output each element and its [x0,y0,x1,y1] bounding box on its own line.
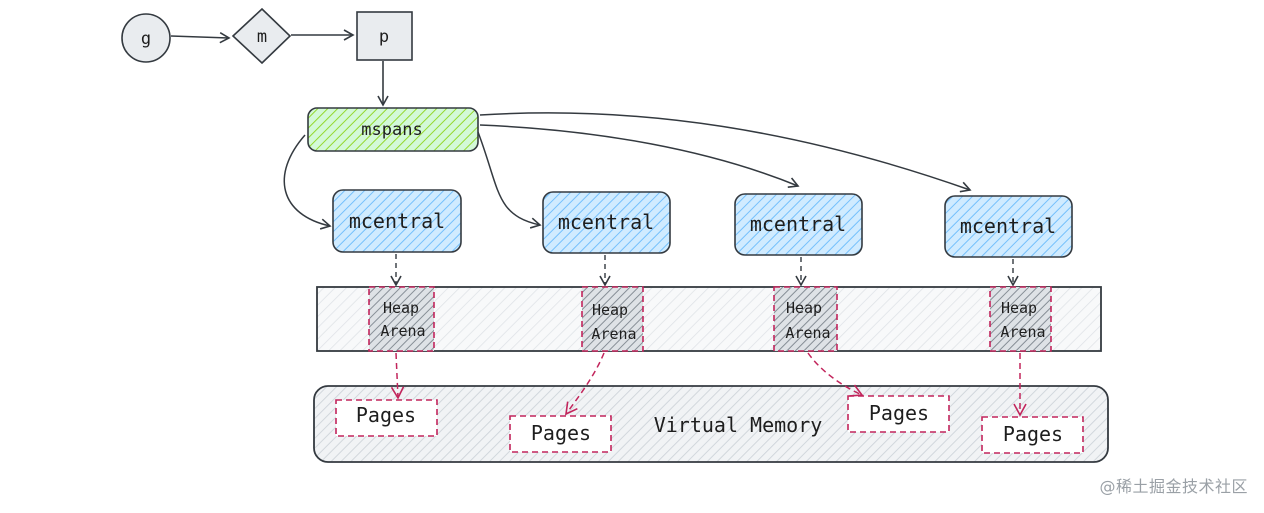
p-label: p [379,27,389,47]
mcentral-label-1: mcentral [349,209,445,233]
heap-arena-label-3a: Heap [786,299,822,317]
pages-label-2: Pages [531,421,591,445]
pages-box-3: Pages [847,395,950,433]
heap-arena-label-1b: Arena [380,322,425,340]
arrow-arena-to-pages-3 [807,352,864,397]
virtual-memory-label: Virtual Memory [654,413,823,437]
pages-box-4: Pages [981,416,1084,454]
g-label: g [141,29,151,49]
arrow-mspans-to-mcentral-4 [479,112,972,193]
p-node: p [356,11,413,61]
heap-arena-label-2b: Arena [591,325,636,343]
heap-arena-label-4b: Arena [1000,323,1045,341]
heap-arena-3: Heap Arena [773,286,838,352]
mcentral-node-2: mcentral [542,191,671,254]
arrow-mspans-to-mcentral-1 [283,134,332,230]
m-node: m [231,7,292,65]
heap-strip [316,286,1102,352]
arrow-mspans-to-mcentral-2 [477,131,542,229]
mcentral-node-4: mcentral [944,195,1073,258]
heap-arena-4: Heap Arena [989,286,1052,352]
g-node: g [121,13,171,63]
pages-box-1: Pages [335,399,438,437]
pages-label-1: Pages [356,403,416,427]
watermark: @稀土掘金技术社区 [1099,477,1248,496]
heap-arena-label-2a: Heap [592,301,628,319]
pages-label-3: Pages [869,401,929,425]
mcentral-label-3: mcentral [750,212,846,236]
pages-box-2: Pages [509,415,612,453]
mcentral-node-3: mcentral [734,193,863,256]
heap-arena-2: Heap Arena [581,286,644,352]
arrow-g-to-m [170,32,231,44]
mcentral-node-1: mcentral [332,189,462,253]
pages-label-4: Pages [1003,422,1063,446]
heap-arena-label-1a: Heap [383,299,419,317]
mspans-node: mspans [307,107,479,152]
arrow-arena-to-pages-2 [565,352,605,416]
mspans-label: mspans [361,120,422,140]
heap-arena-label-3b: Arena [785,324,830,342]
mcentral-label-2: mcentral [558,210,654,234]
mcentral-label-4: mcentral [960,214,1056,238]
heap-arena-1: Heap Arena [368,286,435,352]
arrow-arena-to-pages-1 [390,352,405,400]
arrow-mspans-to-mcentral-3 [479,124,800,189]
m-label: m [257,27,267,47]
heap-arena-label-4a: Heap [1001,299,1037,317]
